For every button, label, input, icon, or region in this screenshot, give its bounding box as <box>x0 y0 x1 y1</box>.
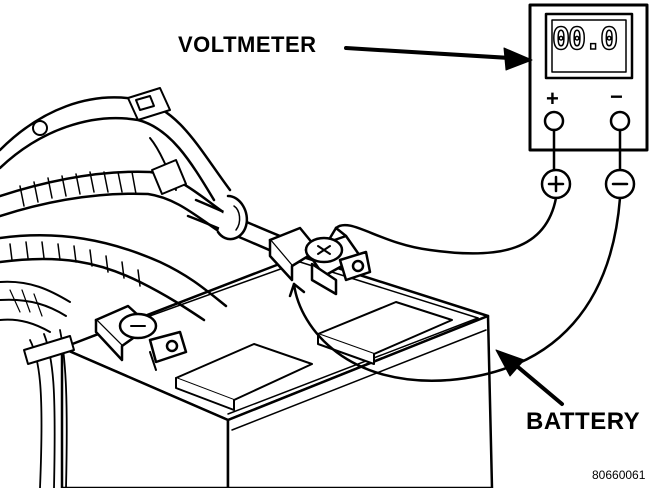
negative-jack <box>609 110 631 132</box>
negative-terminal <box>94 304 188 371</box>
positive-jack <box>543 110 565 132</box>
callout-arrows <box>344 46 564 406</box>
battery-case <box>60 254 494 488</box>
wiring-harness <box>0 87 282 488</box>
minus-sign-label: − <box>610 84 623 109</box>
battery-label: BATTERY <box>526 408 641 435</box>
positive-terminal <box>268 226 372 296</box>
voltmeter <box>528 3 649 200</box>
figure-id: 80660061 <box>592 468 646 482</box>
meter-reading: 00.0 <box>551 21 619 58</box>
test-leads <box>288 196 622 382</box>
meter-display <box>544 12 634 80</box>
battery-vent-caps <box>175 301 453 411</box>
voltmeter-label: VOLTMETER <box>178 32 317 57</box>
plus-sign-label: + <box>546 86 559 111</box>
